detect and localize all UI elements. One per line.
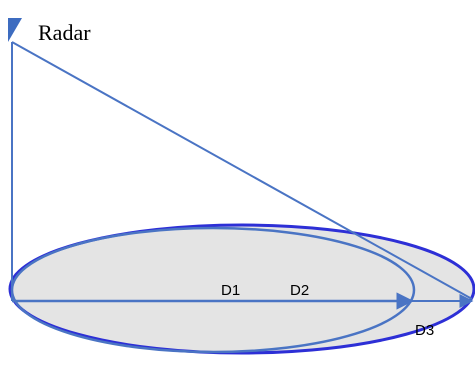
d2-label: D2 [290,282,309,299]
radar-icon [8,18,22,42]
slant-beam-line [11,41,473,300]
radar-label: Radar [38,20,91,45]
outer-ellipse [8,223,475,355]
d1-label: D1 [221,282,240,299]
d3-label: D3 [415,322,434,339]
